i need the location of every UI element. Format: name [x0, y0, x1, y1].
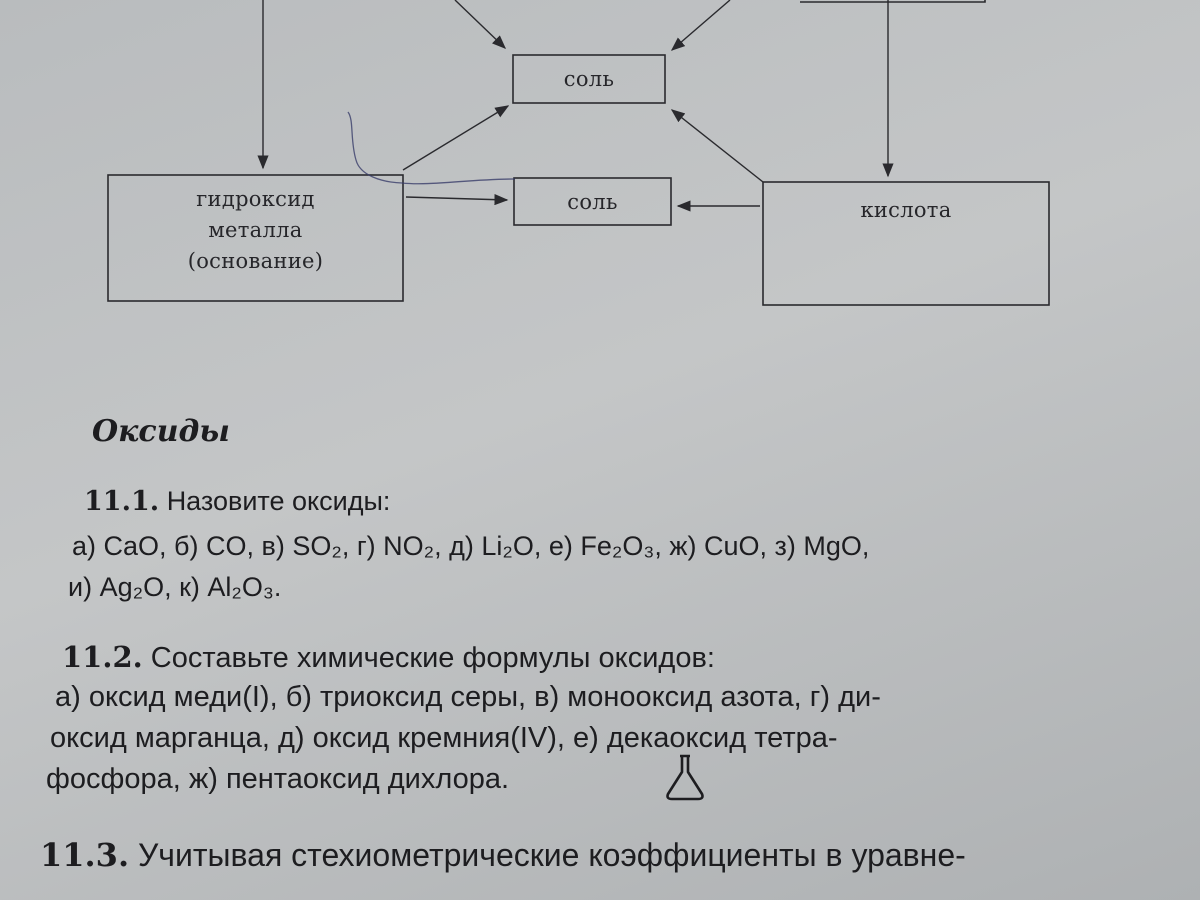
- arrow-topleft-to-salt: [454, 0, 507, 49]
- task-11-1-header: 11.1. Назовите оксиды:: [84, 486, 390, 517]
- task-11-1-line-1: а) CaO, б) CO, в) SO₂, г) NO₂, д) Li₂O, …: [72, 531, 870, 561]
- task-11-1-line-2: и) Ag₂O, к) Al₂O₃.: [68, 572, 282, 602]
- arrow-base-to-salt-top: [402, 105, 510, 171]
- task-11-2-line-1: а) оксид меди(I), б) триоксид серы, в) м…: [55, 681, 881, 713]
- reaction-diagram: [107, 0, 1050, 306]
- task-11-2-line-2: оксид марганца, д) оксид кремния(IV), е)…: [50, 722, 838, 754]
- salt-top-box: [512, 54, 666, 104]
- top-right-box-edge: [800, 0, 986, 3]
- task-title: Назовите оксиды:: [166, 486, 391, 516]
- salt-middle-box: [513, 177, 672, 226]
- section-title: Оксиды: [92, 414, 230, 449]
- task-number: 11.2.: [62, 640, 143, 674]
- acid-label: кислота: [860, 198, 952, 222]
- salt-middle-label: соль: [567, 190, 618, 214]
- task-title: Учитывая стехиометрические коэффициенты …: [137, 837, 966, 873]
- pen-scribble: [347, 111, 516, 185]
- task-11-3-header: 11.3. Учитывая стехиометрические коэффиц…: [40, 836, 966, 874]
- base-label: гидроксид металла (основание): [108, 184, 403, 277]
- base-label-line-3: (основание): [187, 249, 324, 273]
- salt-top-label: соль: [563, 67, 615, 91]
- task-title: Составьте химические формулы оксидов:: [150, 642, 715, 674]
- flask-icon: [666, 754, 704, 801]
- base-label-line-2: металла: [208, 218, 303, 242]
- arrow-acid-to-salt-top: [670, 109, 764, 183]
- task-11-2-header: 11.2. Составьте химические формулы оксид…: [62, 640, 715, 675]
- task-number: 11.1.: [84, 486, 160, 517]
- task-number: 11.3.: [40, 836, 130, 874]
- arrow-topright-to-salt: [670, 0, 731, 51]
- base-box: [107, 174, 404, 302]
- arrow-base-to-salt-mid: [405, 194, 509, 206]
- base-label-line-1: гидроксид: [196, 187, 315, 211]
- acid-box: [762, 181, 1050, 306]
- task-11-2-line-3: фосфора, ж) пентаоксид дихлора.: [46, 763, 510, 795]
